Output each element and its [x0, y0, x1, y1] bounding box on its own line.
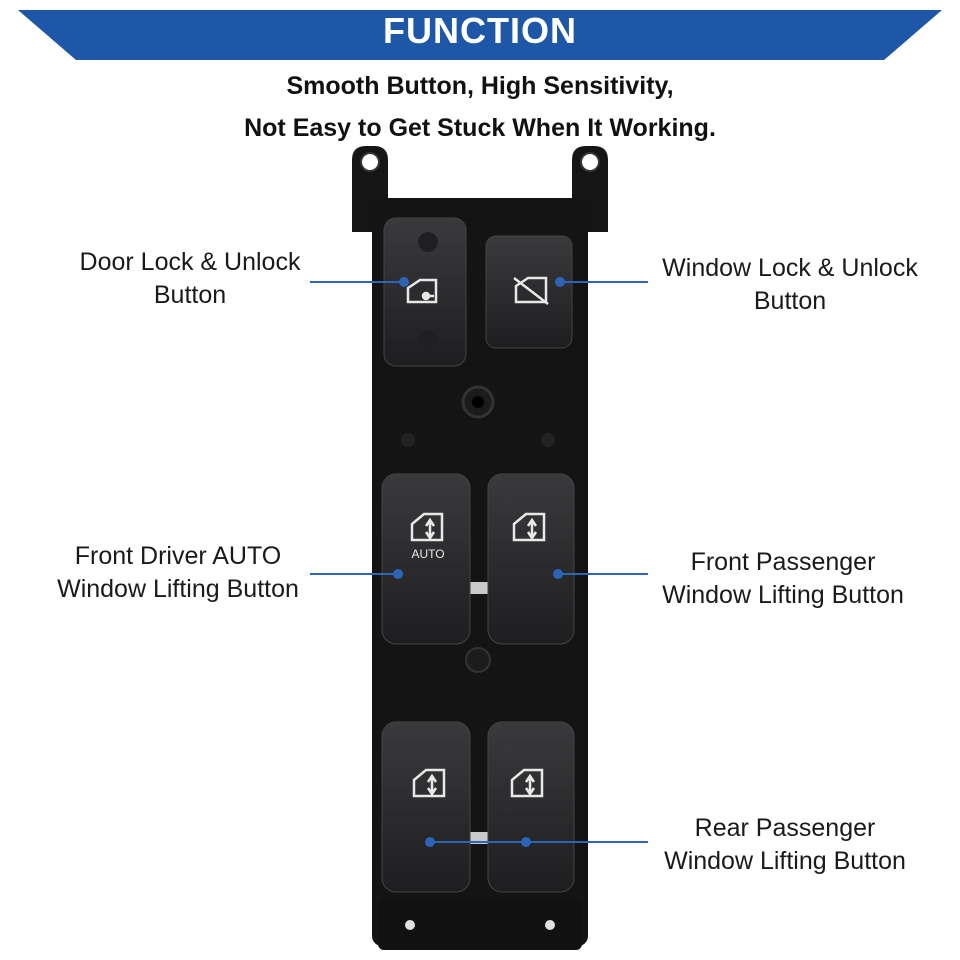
rear-passenger-callout-line1: Rear Passenger [694, 814, 876, 842]
leader-lines [310, 277, 648, 847]
front-passenger-callout-line2: Window Lifting Button [662, 581, 904, 609]
rear-left-passenger-button[interactable] [381, 721, 471, 893]
window-lift-icon [412, 768, 446, 798]
window-lock-callout-line1: Window Lock & Unlock [662, 254, 918, 282]
banner-shape [18, 10, 942, 60]
front-driver-callout-line1: Front Driver AUTO [74, 542, 282, 570]
front-driver-callout-line2: Window Lifting Button [57, 575, 299, 603]
window-lift-icon [510, 768, 544, 798]
rear-right-passenger-button[interactable] [487, 721, 575, 893]
front-passenger-callout: Front Passenger Window Lifting Button [648, 546, 918, 612]
bottom-right-hole [545, 920, 555, 930]
door-lock-callout: Door Lock & Unlock Button [60, 246, 320, 312]
window-lock-icon [513, 276, 549, 305]
door-lock-callout-line2: Button [153, 281, 227, 309]
window-lift-icon [512, 512, 546, 542]
front-passenger-button[interactable] [487, 473, 575, 645]
bottom-mount-tab [378, 900, 582, 950]
door-lock-icon [406, 278, 438, 304]
door-lock-callout-line1: Door Lock & Unlock [79, 248, 301, 276]
banner-title: FUNCTION [383, 10, 577, 51]
front-driver-callout: Front Driver AUTO Window Lifting Button [38, 540, 318, 606]
rear-passenger-callout-line2: Window Lifting Button [664, 847, 906, 875]
bottom-left-hole [405, 920, 415, 930]
rear-passenger-callout: Rear Passenger Window Lifting Button [650, 812, 920, 878]
door-lock-button[interactable] [383, 217, 467, 367]
window-lock-callout-line2: Button [753, 287, 827, 315]
subtitle-line-2: Not Easy to Get Stuck When It Working. [244, 114, 716, 142]
front-driver-auto-button[interactable]: AUTO [381, 473, 471, 645]
auto-label: AUTO [411, 547, 444, 561]
window-lock-button[interactable] [485, 235, 573, 349]
window-lift-icon [410, 512, 444, 542]
function-banner: FUNCTION [0, 0, 960, 62]
front-passenger-callout-line1: Front Passenger [690, 548, 876, 576]
window-lock-callout: Window Lock & Unlock Button [648, 252, 932, 318]
subtitle-line-1: Smooth Button, High Sensitivity, [286, 72, 674, 100]
